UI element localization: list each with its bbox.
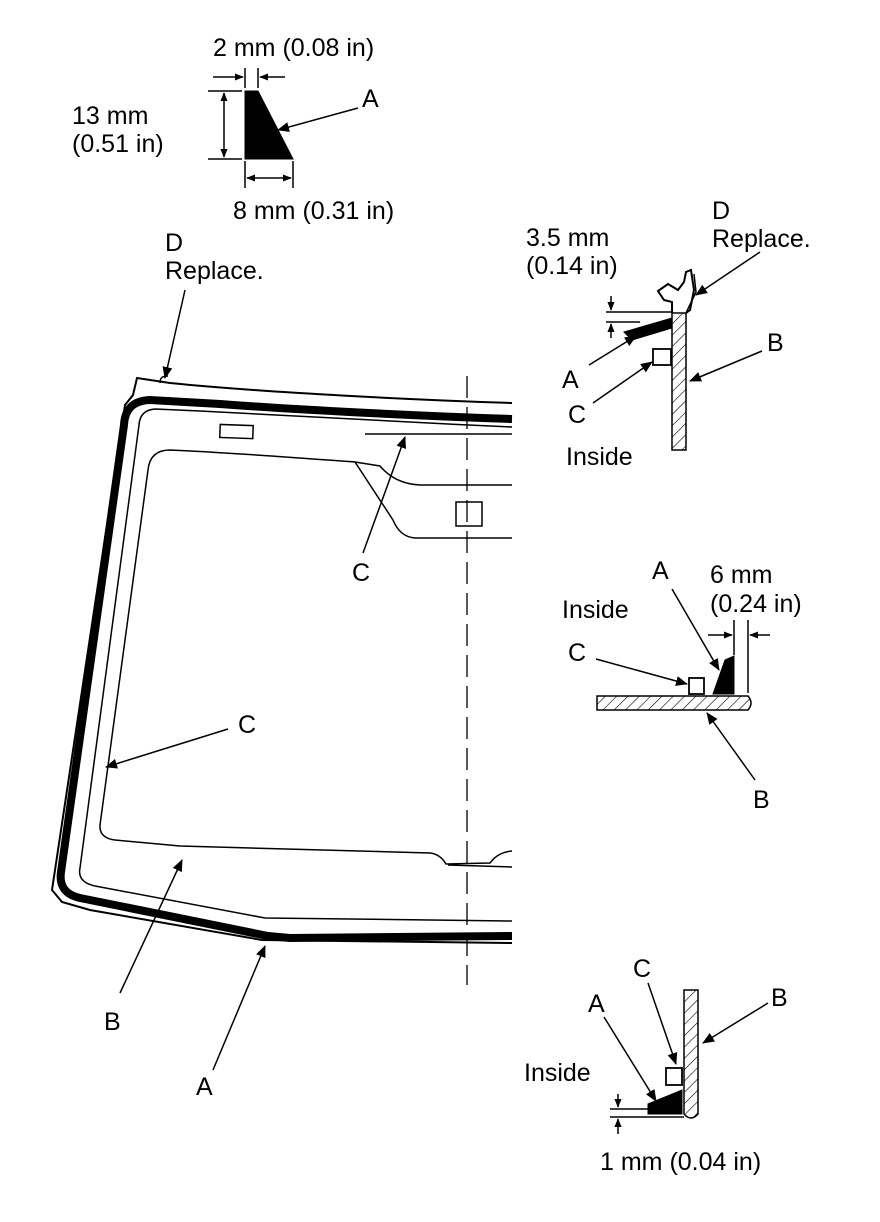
label-c-lower: C [633, 955, 651, 983]
label-a-upper: A [562, 366, 579, 394]
sensor-window [218, 423, 254, 440]
inside-label-lower: Inside [524, 1059, 591, 1087]
side-edge-section-detail [595, 588, 770, 781]
bead-top-width-label: 2 mm (0.08 in) [213, 34, 374, 62]
lower-edge-section-detail [603, 982, 769, 1134]
side-gap-mm-label: 6 mm [710, 561, 773, 589]
side-gap-in-label: (0.24 in) [710, 590, 802, 618]
label-b-lower: B [771, 984, 788, 1012]
label-c-upper: C [568, 401, 586, 429]
label-a-top-detail: A [362, 85, 379, 113]
bead-height-in-label: (0.51 in) [72, 130, 164, 158]
inside-label-upper: Inside [566, 443, 633, 471]
inside-label-side: Inside [562, 596, 629, 624]
spacer-c-side [688, 677, 705, 695]
label-a-side: A [652, 557, 669, 585]
label-a-lower: A [588, 990, 605, 1018]
bead-profile-detail [208, 68, 359, 188]
frit-border-c [99, 449, 513, 865]
mirror-mount [455, 501, 483, 527]
upper-gap-in-label: (0.14 in) [526, 252, 618, 280]
upper-gap-mm-label: 3.5 mm [526, 224, 609, 252]
label-c-main-top: C [352, 559, 370, 587]
label-a-main: A [196, 1073, 213, 1101]
spacer-c-upper [652, 348, 672, 366]
label-d-main: D [165, 229, 183, 257]
molding-clip-d [656, 268, 696, 314]
label-d-upper: D [712, 197, 730, 225]
glass-section-b-upper [671, 312, 687, 451]
glass-edge-b [78, 408, 513, 922]
label-c-main-side: C [238, 711, 256, 739]
bead-height-mm-label: 13 mm [72, 102, 148, 130]
glass-section-b-side [596, 695, 752, 711]
label-c-side: C [568, 639, 586, 667]
replace-label-main: Replace. [165, 257, 264, 285]
bead-profile-triangle [244, 90, 294, 160]
bead-bottom-width-label: 8 mm (0.31 in) [233, 197, 394, 225]
label-b-upper: B [767, 329, 784, 357]
spacer-c-lower [665, 1067, 683, 1086]
glass-section-b-lower [683, 989, 699, 1119]
label-b-main: B [104, 1008, 121, 1036]
lower-gap-label: 1 mm (0.04 in) [600, 1148, 761, 1176]
upper-edge-section-detail [588, 251, 763, 451]
replace-label-upper: Replace. [712, 225, 811, 253]
urethane-bead-a [56, 396, 513, 942]
windshield-main-view [50, 289, 513, 1071]
label-b-side: B [753, 786, 770, 814]
